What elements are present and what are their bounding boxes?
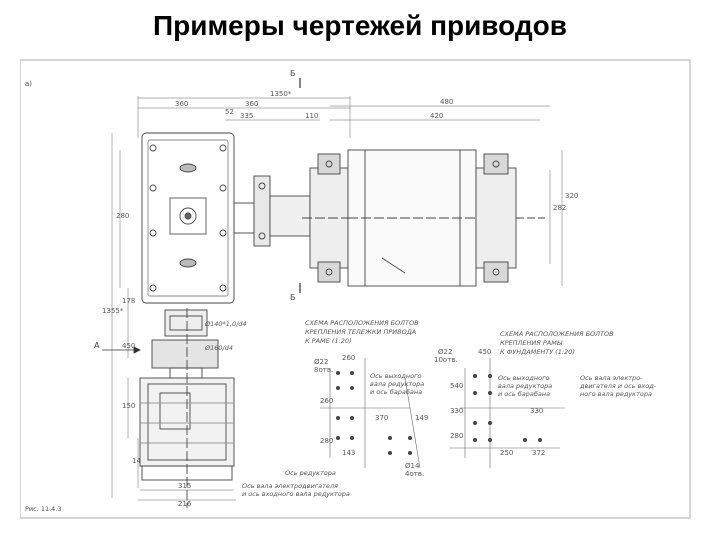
diagram1-note-5: и ось входного вала редуктора: [242, 490, 350, 498]
diagram2-dim-7: 372: [532, 449, 545, 457]
dim-left-4: 150: [122, 402, 135, 410]
figure-caption: Рис. 11.4.3: [25, 505, 62, 513]
dim-top-5: 110: [305, 112, 318, 120]
diagram1-title-2: К РАМЕ (1:20): [305, 337, 352, 345]
gear-drive-drawing: a) 1350* 360 360 52 335 110 480 420 Б Б: [20, 59, 691, 519]
diagram2-dim-2: 450: [478, 348, 491, 356]
dim-right-1: 320: [565, 192, 578, 200]
dim-left-0: 1355*: [102, 307, 124, 315]
dim-left-1: 280: [116, 212, 129, 220]
dim-top-0: 1350*: [270, 90, 292, 98]
diagram2-dim-0: Ø22: [438, 348, 452, 356]
diagram1-dim-9: 4отв.: [405, 470, 424, 478]
electric-motor: [139, 308, 235, 508]
dim-top-7: 420: [430, 112, 443, 120]
brake-and-input-shaft: [151, 309, 219, 379]
dim-right-0: 282: [553, 204, 566, 212]
left-dimensions: [111, 133, 139, 498]
diagram2-note-1: вала редуктора: [498, 382, 552, 390]
dim-left-5: 145: [132, 457, 145, 465]
dim-top-4: 335: [240, 112, 253, 120]
diagram1-dim-5: 260: [320, 397, 333, 405]
diagram2-note-4: двигателя и ось вход-: [579, 382, 657, 390]
diagram2-title-1: КРЕПЛЕНИЯ РАМЫ: [500, 339, 563, 347]
diagram2-dim-5: 330: [530, 407, 543, 415]
diagram1-note-0: Ось выходного: [370, 372, 422, 380]
sheet-border: [20, 59, 691, 519]
diagram1-dim-7: 149: [415, 414, 428, 422]
diagram1-note-1: вала редуктора: [370, 380, 424, 388]
bolt-diagram-2: СХЕМА РАСПОЛОЖЕНИЯ БОЛТОВ КРЕПЛЕНИЯ РАМЫ…: [434, 330, 657, 468]
dim-top-2: 360: [245, 100, 258, 108]
diagram2-dim-8: 280: [450, 432, 463, 440]
diagram1-dim-0: Ø22: [314, 358, 328, 366]
diagram2-note-0: Ось выходного: [498, 374, 550, 382]
diagram1-note-2: и ось барабана: [370, 388, 422, 396]
view-arrow-a: [102, 346, 141, 354]
diagram2-title-0: СХЕМА РАСПОЛОЖЕНИЯ БОЛТОВ: [500, 330, 614, 338]
diagram1-dim-6: 280: [320, 437, 333, 445]
diagram1-dim-1: 8отв.: [314, 366, 333, 374]
dim-top-1: 360: [175, 100, 188, 108]
reducer: [141, 132, 235, 304]
sheet-mark: a): [25, 80, 32, 88]
diagram1-note-4: Ось вала электродвигателя: [242, 482, 338, 490]
bearing-left: [302, 153, 365, 283]
diagram2-note-3: Ось вала электро-: [580, 374, 643, 382]
diagram2-dim-6: 250: [500, 449, 513, 457]
diagram1-dim-8: Ø14: [405, 462, 420, 470]
diagram2-title-2: К ФУНДАМЕНТУ (1:20): [500, 348, 575, 356]
drum: [347, 149, 477, 287]
diagram2-note-5: ного вала редуктора: [580, 390, 652, 398]
dim-top-6: 480: [440, 98, 453, 106]
top-dimensions: [137, 96, 550, 138]
bearing-right: [475, 153, 545, 283]
left-note-0: Ø140*1,0/d4: [204, 320, 247, 328]
dim-top-3: 52: [225, 108, 234, 116]
slide-title: Примеры чертежей приводов: [153, 10, 567, 41]
diagram2-note-2: и ось барабана: [498, 390, 550, 398]
dim-bottom-1: 216: [178, 500, 192, 508]
dim-left-2: 178: [122, 297, 135, 305]
section-b-top: Б: [290, 69, 296, 78]
diagram1-title-1: КРЕПЛЕНИЯ ТЕЛЕЖКИ ПРИВОДА: [305, 328, 416, 336]
left-note-1: Ø160/d4: [204, 344, 233, 352]
section-b-bottom: Б: [290, 293, 296, 302]
diagram1-dim-4: 370: [375, 414, 388, 422]
diagram1-dim-3: 143: [342, 449, 355, 457]
diagram1-title-0: СХЕМА РАСПОЛОЖЕНИЯ БОЛТОВ: [305, 319, 419, 327]
diagram2-dim-1: 10отв.: [434, 356, 458, 364]
bottom-dimensions: [138, 489, 236, 501]
diagram1-dim-2: 260: [342, 354, 355, 362]
right-dimensions: [549, 150, 563, 286]
bolt-diagram-1: СХЕМА РАСПОЛОЖЕНИЯ БОЛТОВ КРЕПЛЕНИЯ ТЕЛЕ…: [242, 319, 428, 498]
view-a-label: А: [94, 341, 100, 350]
dim-left-3: 450: [122, 342, 135, 350]
dim-bottom-0: 315: [178, 482, 191, 490]
diagram2-dim-3: 540: [450, 382, 463, 390]
diagram1-note-3: Ось редуктора: [285, 469, 336, 477]
diagram2-dim-4: 330: [450, 407, 463, 415]
